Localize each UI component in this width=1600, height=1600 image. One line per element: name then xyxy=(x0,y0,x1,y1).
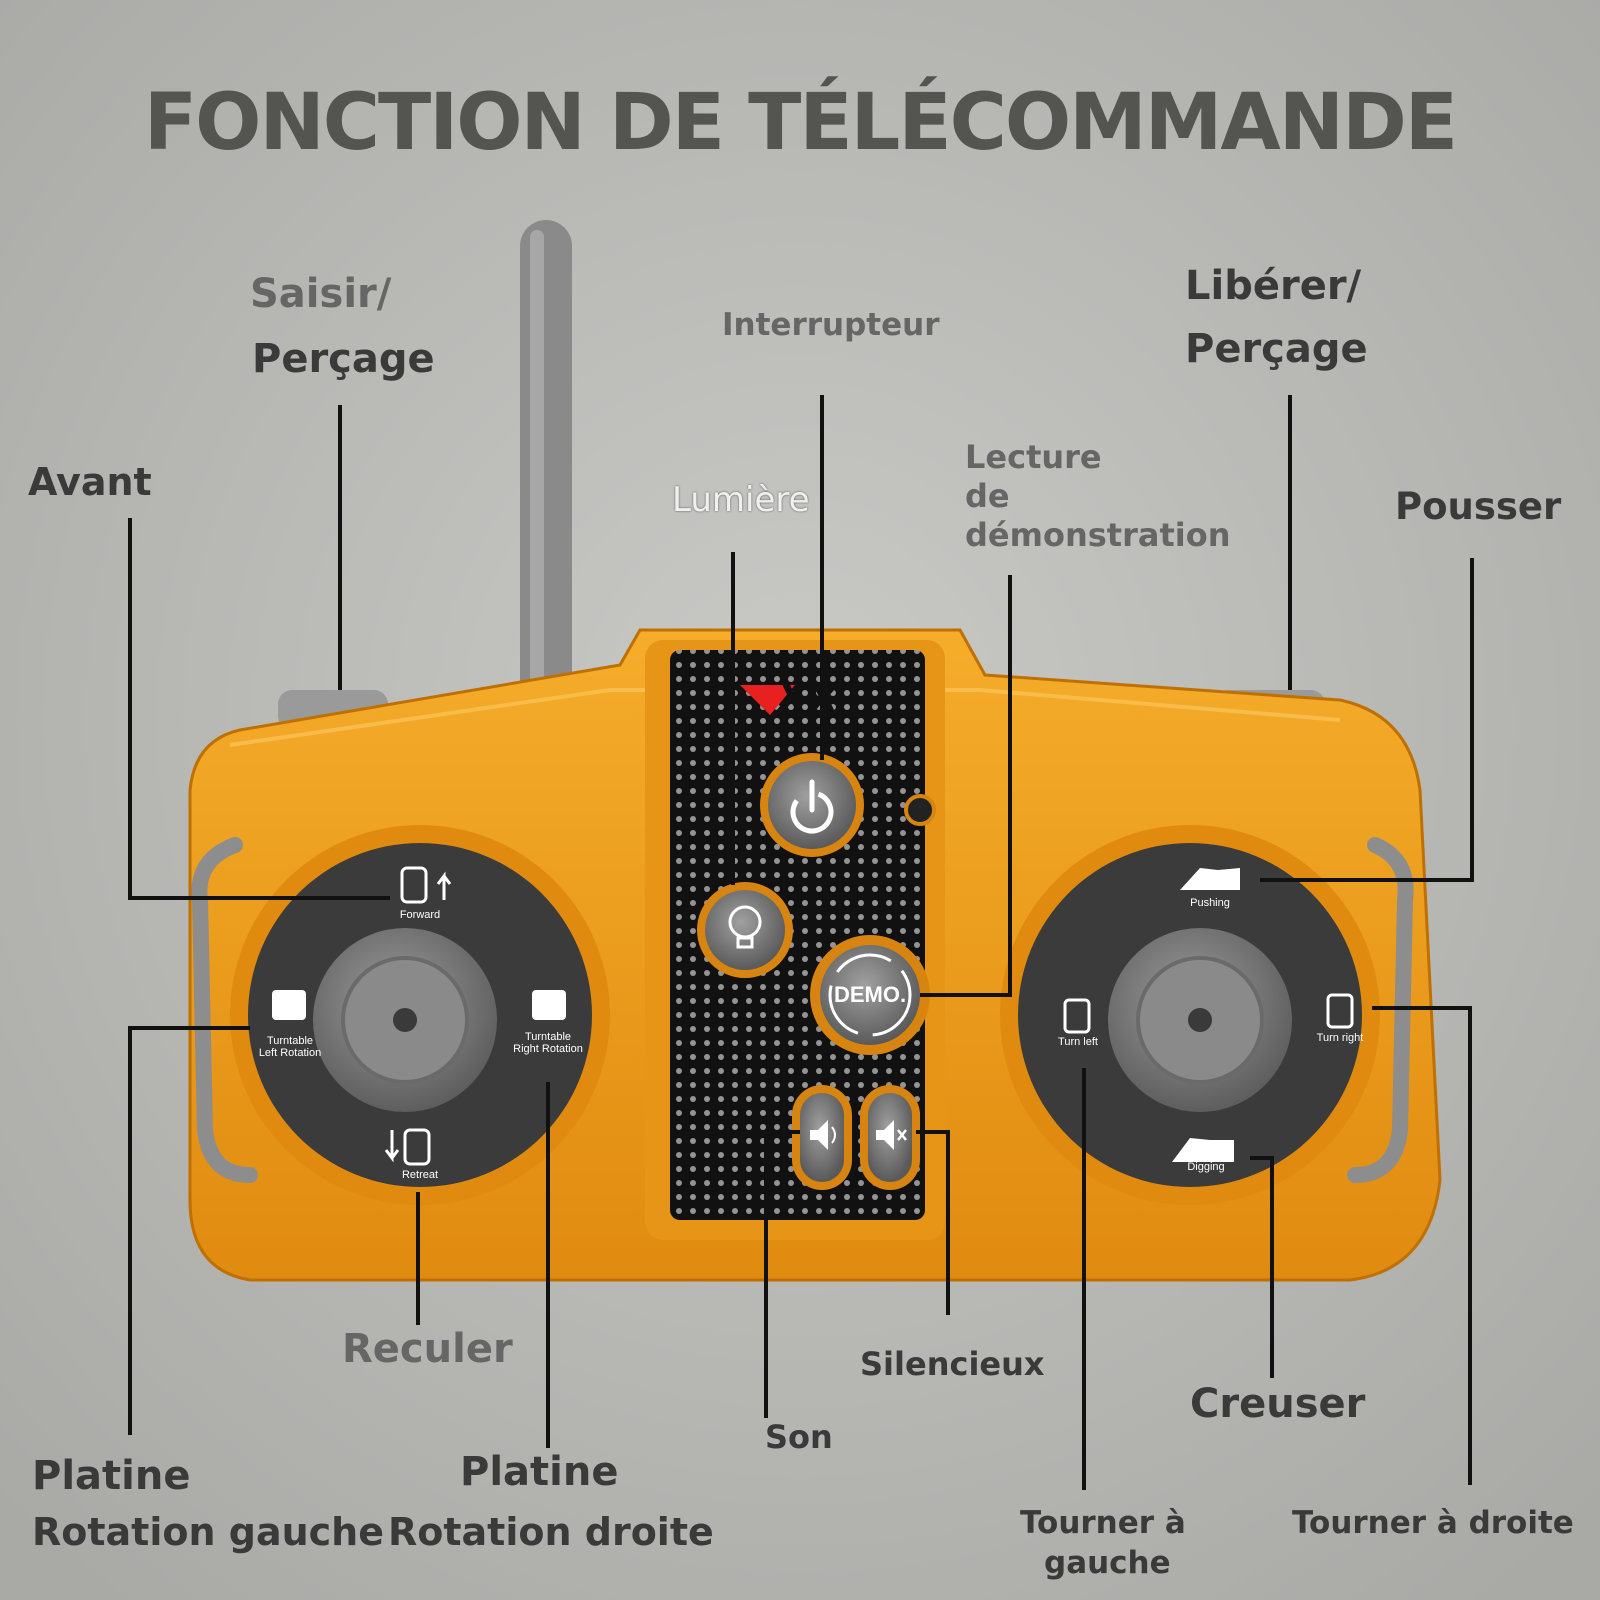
label-platine-droite: Platine xyxy=(460,1449,619,1495)
turntable-left-label-1: Turntable xyxy=(266,1035,314,1047)
label-lumiere: Lumière xyxy=(672,480,810,520)
label-lecture: Lecture xyxy=(965,438,1102,476)
digging-icon xyxy=(1172,1138,1234,1162)
turn-right-icon xyxy=(1326,993,1354,1029)
label-silencieux: Silencieux xyxy=(860,1345,1045,1383)
mute-button[interactable] xyxy=(860,1085,920,1190)
left-handle xyxy=(191,837,258,1183)
label-liberer: Libérer/ xyxy=(1185,263,1362,309)
label-pousser: Pousser xyxy=(1395,485,1562,528)
turntable-right-icon xyxy=(532,990,566,1020)
turn-left-icon xyxy=(1063,998,1091,1034)
forward-icon xyxy=(400,866,428,904)
turntable-right-label-1: Turntable xyxy=(524,1031,572,1043)
label-saisir-percage: Perçage xyxy=(252,336,435,382)
label-reculer: Reculer xyxy=(342,1326,513,1372)
label-saisir: Saisir/ xyxy=(250,271,392,317)
label-avant: Avant xyxy=(28,460,152,504)
turntable-right-label-2: Right Rotation xyxy=(513,1043,583,1055)
retreat-arrow-icon xyxy=(384,1130,400,1163)
digging-label: Digging xyxy=(1187,1161,1225,1173)
label-platine-gauche: Platine xyxy=(32,1453,191,1499)
label-creuser: Creuser xyxy=(1190,1381,1366,1427)
callout-lines xyxy=(128,395,1474,1490)
page-title: FONCTION DE TÉLÉCOMMANDE xyxy=(143,78,1458,168)
left-joystick[interactable] xyxy=(313,928,497,1112)
forward-label: Forward xyxy=(399,909,441,921)
label-son: Son xyxy=(765,1418,833,1456)
light-button[interactable] xyxy=(697,882,793,978)
retreat-label: Retreat xyxy=(401,1169,439,1181)
power-icon xyxy=(790,790,834,834)
label-tourner-droite: Tourner à droite xyxy=(1292,1505,1574,1541)
label-tourner-gauche-2: gauche xyxy=(1044,1545,1171,1581)
mute-icon xyxy=(876,1120,907,1150)
lightbulb-icon xyxy=(728,905,762,949)
demo-label: DEMO. xyxy=(833,982,907,1007)
right-joystick[interactable] xyxy=(1108,928,1292,1112)
forward-arrow-icon xyxy=(436,871,452,900)
label-rotation-gauche: Rotation gauche xyxy=(32,1510,385,1554)
demo-button[interactable] xyxy=(810,935,930,1055)
label-liberer-percage: Perçage xyxy=(1185,326,1368,372)
right-handle xyxy=(1347,837,1414,1183)
speaker-icon xyxy=(810,1120,836,1150)
pushing-label: Pushing xyxy=(1190,897,1230,909)
turn-right-label: Turn right xyxy=(1316,1032,1364,1044)
turntable-left-icon xyxy=(272,990,306,1020)
retreat-icon xyxy=(403,1128,431,1166)
pushing-icon xyxy=(1180,868,1240,890)
label-interrupteur: Interrupteur xyxy=(722,307,940,343)
power-button[interactable] xyxy=(760,753,864,857)
label-tourner-gauche: Tourner à xyxy=(1020,1505,1186,1541)
turntable-left-label-2: Left Rotation xyxy=(258,1047,322,1059)
indicator-led xyxy=(904,794,936,826)
brand-logo xyxy=(740,685,795,715)
sound-button[interactable] xyxy=(792,1085,852,1190)
label-rotation-droite: Rotation droite xyxy=(388,1510,714,1554)
label-lecture-de: de xyxy=(965,477,1010,515)
turn-left-label: Turn left xyxy=(1058,1036,1098,1048)
label-lecture-demonstration: démonstration xyxy=(965,516,1231,554)
brand-text: XX xyxy=(774,676,841,722)
